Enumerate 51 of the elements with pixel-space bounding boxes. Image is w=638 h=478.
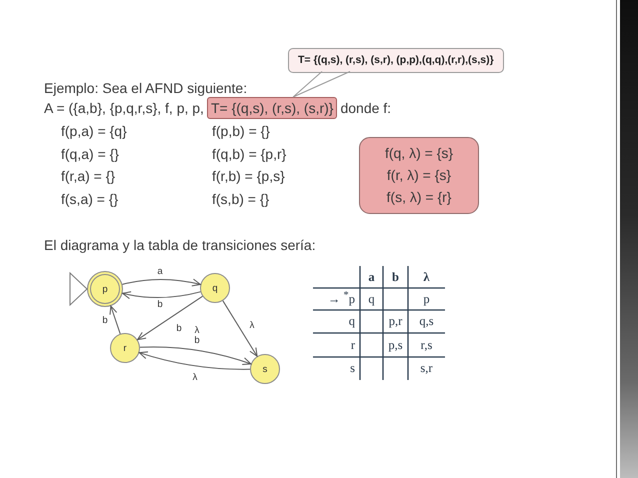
arrow bbox=[110, 306, 121, 334]
definition-text: A = ({a,b}, {p,q,r,s}, f, p, p, bbox=[44, 99, 204, 117]
definition-text: donde f: bbox=[340, 99, 392, 117]
formula-text: f(q, λ) = {s} bbox=[384, 144, 454, 162]
table-entry: r,s bbox=[420, 338, 432, 352]
table-entry: q,s bbox=[419, 314, 434, 329]
column-header: a bbox=[368, 270, 375, 284]
table-entry: s,r bbox=[420, 361, 433, 376]
row-header: s bbox=[350, 361, 355, 376]
row-header: r bbox=[350, 338, 355, 352]
transition-formula: f(q,a) = {} bbox=[61, 145, 119, 163]
table-entry: p,r bbox=[388, 314, 402, 329]
edge-label: λ bbox=[248, 321, 256, 331]
transition-formula: f(r,b) = {p,s} bbox=[212, 167, 285, 185]
formula-text: f(s, λ) = {r} bbox=[386, 188, 452, 206]
example-heading: Ejemplo: Sea el AFND siguiente: bbox=[44, 79, 248, 97]
formula-panel bbox=[359, 137, 479, 214]
edge-label: b bbox=[175, 324, 183, 334]
transition-formula: f(r,a) = {} bbox=[61, 167, 116, 185]
row-header: → $^{*}$p bbox=[328, 290, 355, 308]
transition-formula: f(q,b) = {p,r} bbox=[212, 145, 286, 163]
edge-label: a bbox=[156, 267, 164, 277]
edge-label: λ bbox=[192, 373, 198, 383]
transition-formula: f(s,a) = {} bbox=[61, 190, 118, 208]
accepting-state-circle: p bbox=[87, 271, 123, 307]
table-entry: p,s bbox=[388, 338, 403, 352]
column-header: b bbox=[392, 270, 399, 284]
formula-text: f(r, λ) = {s} bbox=[386, 166, 452, 184]
transition-formula: f(s,b) = {} bbox=[212, 190, 270, 208]
table-entry: p bbox=[423, 292, 430, 306]
curved-arrow bbox=[138, 351, 250, 370]
curved-arrow bbox=[122, 278, 201, 287]
transition-formula: f(p,b) = {} bbox=[212, 122, 270, 140]
state-circle: s bbox=[250, 354, 280, 384]
arrow bbox=[222, 300, 258, 357]
arrow bbox=[137, 296, 203, 340]
table-entry: q bbox=[368, 292, 375, 306]
highlight-box: T= {(q,s), (r,s), (s,r)} bbox=[206, 97, 338, 119]
transition-formula: f(p,a) = {q} bbox=[61, 122, 127, 140]
curved-arrow bbox=[140, 346, 252, 366]
curved-arrow bbox=[122, 291, 201, 299]
start-arrow bbox=[70, 272, 88, 306]
state-circle: q bbox=[200, 273, 230, 303]
edge-label: b bbox=[101, 316, 109, 326]
row-header: q bbox=[348, 314, 355, 329]
edge-label: b bbox=[156, 300, 164, 310]
section-heading: El diagrama y la tabla de transiciones sería: bbox=[44, 236, 316, 254]
column-header: λ bbox=[423, 270, 430, 284]
edge-label: λ b bbox=[193, 326, 201, 346]
callout-pointer bbox=[292, 71, 350, 98]
state-circle: r bbox=[110, 333, 140, 363]
